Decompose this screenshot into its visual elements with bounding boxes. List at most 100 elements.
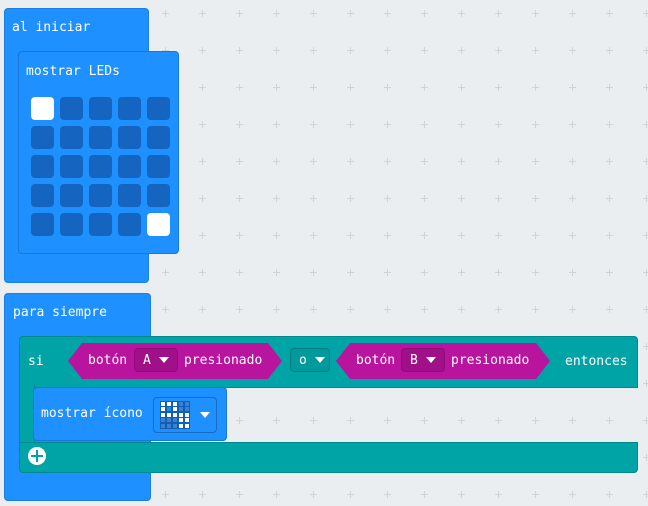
icon-pixel: [173, 423, 177, 428]
grid-mark: [236, 47, 243, 54]
grid-mark: [421, 84, 428, 91]
led-cell[interactable]: [89, 155, 112, 178]
led-cell[interactable]: [60, 97, 83, 120]
grid-mark: [458, 121, 465, 128]
or-operator-dropdown[interactable]: o: [290, 348, 330, 372]
led-cell[interactable]: [89, 184, 112, 207]
button-a-text: botón: [88, 353, 128, 368]
led-cell[interactable]: [31, 155, 54, 178]
icon-pixel: [161, 407, 165, 412]
icon-pixel: [179, 407, 183, 412]
led-cell[interactable]: [31, 97, 54, 120]
if-block-bottom[interactable]: [19, 442, 638, 473]
grid-mark: [273, 269, 280, 276]
led-cell[interactable]: [118, 126, 141, 149]
grid-mark: [199, 158, 206, 165]
grid-mark: [384, 195, 391, 202]
led-cell[interactable]: [89, 97, 112, 120]
grid-mark: [495, 195, 502, 202]
led-cell[interactable]: [147, 184, 170, 207]
led-cell[interactable]: [31, 213, 54, 236]
button-b-dropdown[interactable]: B: [401, 348, 445, 372]
grid-mark: [532, 10, 539, 17]
led-cell[interactable]: [31, 126, 54, 149]
led-cell[interactable]: [60, 155, 83, 178]
grid-mark: [421, 269, 428, 276]
grid-mark: [495, 121, 502, 128]
snake-icon: [160, 401, 190, 429]
grid-mark: [310, 195, 317, 202]
grid-mark: [421, 121, 428, 128]
led-cell[interactable]: [147, 126, 170, 149]
grid-mark: [384, 232, 391, 239]
grid-mark: [606, 491, 613, 498]
led-cell[interactable]: [147, 213, 170, 236]
button-a-dropdown[interactable]: A: [134, 348, 178, 372]
grid-mark: [569, 47, 576, 54]
icon-pixel: [179, 418, 183, 423]
grid-mark: [273, 491, 280, 498]
grid-mark: [384, 269, 391, 276]
grid-mark: [347, 195, 354, 202]
grid-mark: [273, 306, 280, 313]
grid-mark: [569, 491, 576, 498]
grid-mark: [384, 47, 391, 54]
led-cell[interactable]: [147, 97, 170, 120]
grid-mark: [310, 158, 317, 165]
led-cell[interactable]: [118, 97, 141, 120]
button-b-state: presionado: [451, 353, 530, 368]
grid-mark: [532, 47, 539, 54]
button-b-value: B: [410, 352, 418, 368]
grid-mark: [569, 84, 576, 91]
icon-dropdown[interactable]: [153, 397, 217, 433]
led-cell[interactable]: [118, 184, 141, 207]
grid-mark: [310, 10, 317, 17]
plus-circle-icon[interactable]: [28, 447, 46, 465]
grid-mark: [310, 84, 317, 91]
grid-mark: [569, 10, 576, 17]
grid-mark: [495, 306, 502, 313]
led-cell[interactable]: [31, 184, 54, 207]
grid-mark: [606, 121, 613, 128]
led-cell[interactable]: [60, 184, 83, 207]
grid-mark: [199, 121, 206, 128]
if-label: si: [28, 354, 44, 369]
grid-mark: [458, 158, 465, 165]
grid-mark: [643, 343, 648, 350]
icon-pixel: [167, 412, 171, 417]
icon-pixel: [185, 407, 189, 412]
icon-pixel: [185, 402, 189, 406]
icon-pixel: [161, 423, 165, 428]
led-cell[interactable]: [118, 213, 141, 236]
led-cell[interactable]: [89, 126, 112, 149]
show-leds-label: mostrar LEDs: [26, 64, 120, 79]
grid-mark: [643, 232, 648, 239]
led-cell[interactable]: [89, 213, 112, 236]
grid-mark: [421, 491, 428, 498]
grid-mark: [495, 10, 502, 17]
icon-pixel: [173, 402, 177, 406]
grid-mark: [532, 158, 539, 165]
grid-mark: [347, 417, 354, 424]
grid-mark: [569, 232, 576, 239]
grid-mark: [495, 84, 502, 91]
grid-mark: [458, 47, 465, 54]
led-cell[interactable]: [60, 213, 83, 236]
grid-mark: [421, 306, 428, 313]
chevron-down-icon: [158, 357, 169, 363]
grid-mark: [273, 121, 280, 128]
grid-mark: [458, 417, 465, 424]
grid-mark: [162, 269, 169, 276]
led-cell[interactable]: [147, 155, 170, 178]
chevron-down-icon: [314, 357, 325, 363]
grid-mark: [643, 417, 648, 424]
led-cell[interactable]: [118, 155, 141, 178]
grid-mark: [310, 417, 317, 424]
grid-mark: [421, 195, 428, 202]
grid-mark: [606, 84, 613, 91]
led-cell[interactable]: [60, 126, 83, 149]
grid-mark: [532, 269, 539, 276]
button-a-state: presionado: [184, 353, 263, 368]
grid-mark: [643, 158, 648, 165]
grid-mark: [199, 47, 206, 54]
